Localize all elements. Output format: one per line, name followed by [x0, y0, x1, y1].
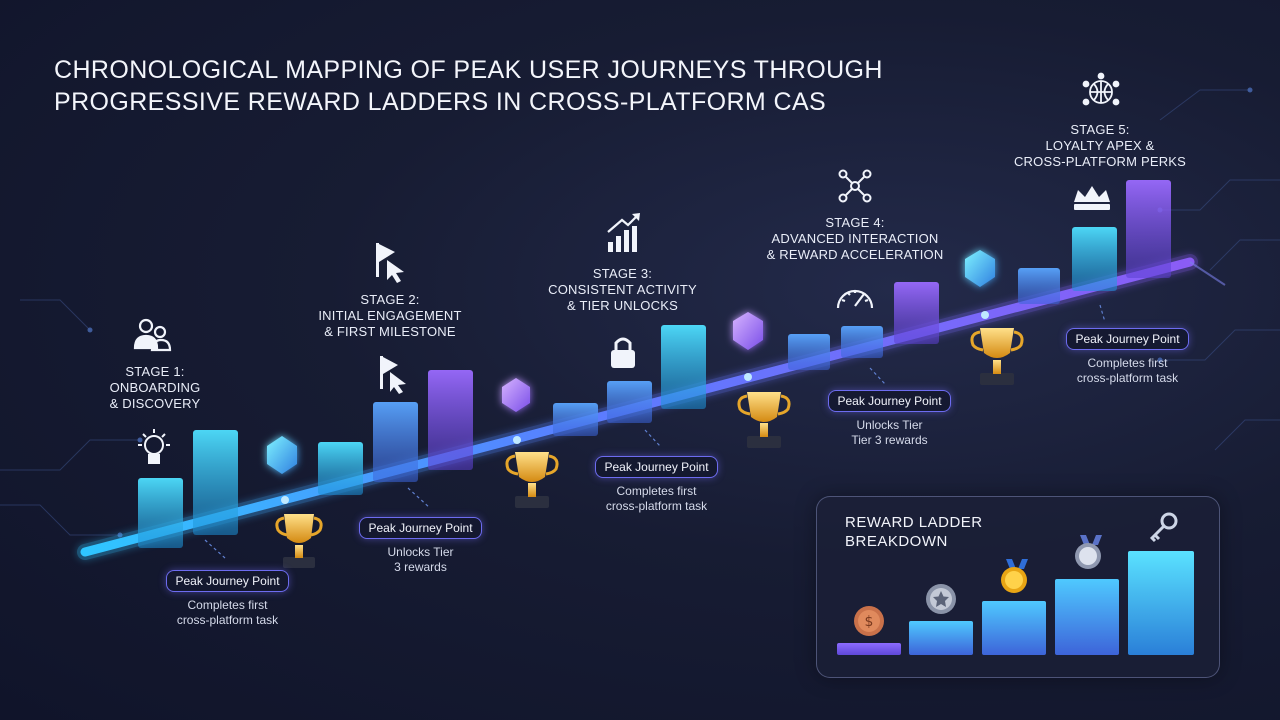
peak-journey-badge: Peak Journey Point — [166, 570, 289, 592]
key-icon — [1149, 512, 1178, 543]
callout-description: Unlocks Tier 3 rewards — [387, 545, 454, 574]
stage-5-bars — [1018, 180, 1171, 304]
stage-3-bars — [553, 325, 706, 436]
lock-icon — [611, 337, 635, 368]
stage-3-label: STAGE 3: CONSISTENT ACTIVITY & TIER UNLO… — [548, 266, 697, 313]
trophy-icon — [737, 392, 791, 448]
stage-1-bars — [138, 430, 238, 548]
callout-peak-journey-3: Peak Journey Point Completes first cross… — [579, 456, 734, 514]
purple-gem-icon — [502, 378, 530, 412]
step-5 — [1128, 551, 1194, 655]
peak-journey-badge: Peak Journey Point — [1066, 328, 1189, 350]
callout-description: Completes first cross-platform task — [1076, 356, 1179, 385]
stage-1-label: STAGE 1: ONBOARDING & DISCOVERY — [109, 364, 201, 411]
callout-description: Unlocks Tier Tier 3 rewards — [851, 418, 928, 447]
step-4 — [1055, 579, 1119, 655]
peak-journey-badge: Peak Journey Point — [595, 456, 718, 478]
purple-gem-icon — [733, 312, 763, 350]
stage-2-label: STAGE 2: INITIAL ENGAGEMENT & FIRST MILE… — [318, 292, 462, 339]
callout-description: Completes first cross-platform task — [605, 484, 708, 513]
callout-peak-journey-5: Peak Journey Point Completes first cross… — [1050, 328, 1205, 386]
svg-text:$: $ — [865, 614, 874, 630]
step-1 — [837, 643, 901, 655]
stage-5-label: STAGE 5: LOYALTY APEX & CROSS-PLATFORM P… — [1013, 122, 1187, 169]
trophy-icon — [970, 328, 1024, 385]
stage-4-label: STAGE 4: ADVANCED INTERACTION & REWARD A… — [766, 215, 944, 262]
trophy-icon — [505, 452, 559, 508]
title-line-2: PROGRESSIVE REWARD LADDERS IN CROSS-PLAT… — [54, 88, 827, 116]
peak-journey-badge: Peak Journey Point — [828, 390, 951, 412]
callout-peak-journey-4: Peak Journey Point Unlocks Tier Tier 3 r… — [812, 390, 967, 448]
track-nodes — [281, 311, 989, 504]
timeline-track-edge — [1189, 261, 1226, 286]
callout-peak-journey-1: Peak Journey Point Completes first cross… — [150, 570, 305, 628]
stage-4-bars — [788, 282, 939, 370]
callout-peak-journey-2: Peak Journey Point Unlocks Tier 3 reward… — [343, 517, 498, 575]
gauge-icon — [836, 289, 874, 309]
trophy-icon — [275, 514, 323, 568]
users-icon — [133, 318, 172, 352]
bronze-coin-icon: $ — [854, 606, 884, 636]
silver-star-badge-icon — [926, 584, 956, 614]
step-3 — [982, 601, 1046, 655]
cyan-gem-icon — [965, 250, 995, 287]
callout-connectors — [204, 304, 1106, 559]
callout-description: Completes first cross-platform task — [176, 598, 279, 627]
network-nodes-icon — [838, 169, 872, 203]
cyan-gem-icon — [267, 436, 297, 474]
peak-journey-badge: Peak Journey Point — [359, 517, 482, 539]
flag-cursor-icon — [376, 243, 404, 283]
page-title: CHRONOLOGICAL MAPPING OF PEAK USER JOURN… — [54, 54, 954, 118]
flag-cursor-icon — [380, 356, 406, 394]
step-2 — [909, 621, 973, 655]
reward-ladder-steps: $ — [837, 512, 1194, 655]
lightbulb-icon — [138, 429, 170, 464]
gold-medal-icon — [1001, 559, 1028, 593]
crown-icon — [1074, 186, 1110, 210]
title-line-1: CHRONOLOGICAL MAPPING OF PEAK USER JOURN… — [54, 56, 883, 84]
reward-ladder-panel: REWARD LADDER BREAKDOWN $ — [816, 496, 1220, 678]
panel-title: REWARD LADDER BREAKDOWN — [845, 514, 983, 550]
growth-chart-icon — [607, 213, 640, 252]
platinum-medal-icon — [1075, 535, 1102, 569]
stage-2-bars — [318, 370, 473, 495]
globe-network-icon — [1082, 72, 1120, 106]
